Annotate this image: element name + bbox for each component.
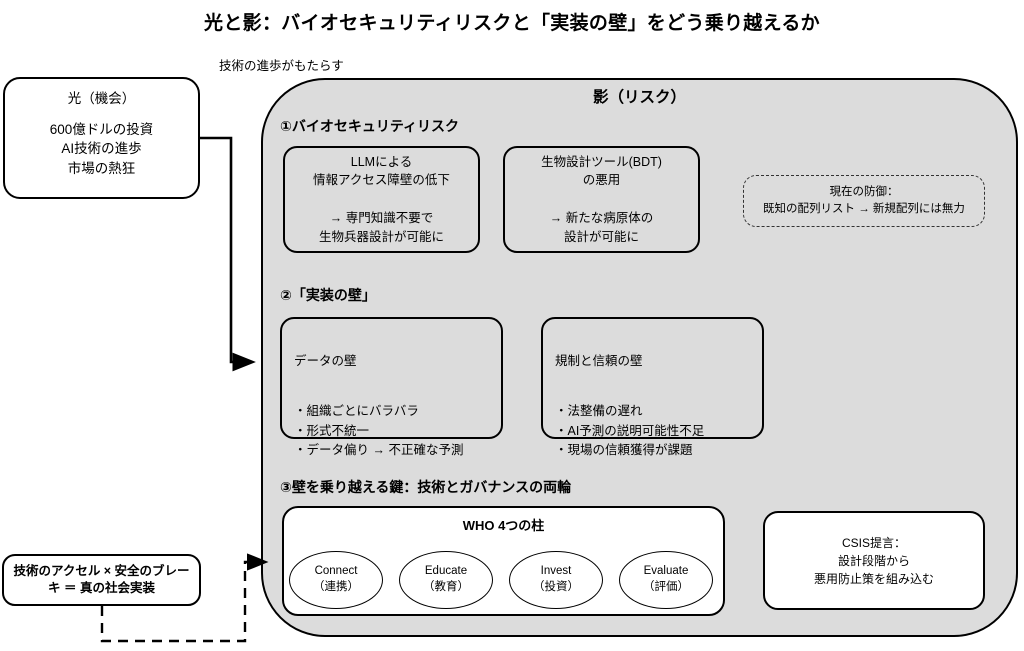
who-pillar-invest-ja: （投資）	[533, 581, 579, 593]
page-title: 光と影：バイオセキュリティリスクと「実装の壁」をどう乗り越えるか	[204, 13, 820, 34]
risk-card-llm: LLMによる 情報アクセス障壁の低下 → 専門知識不要で 生物兵器設計が可能に	[283, 146, 480, 253]
risk-card-bdt: 生物設計ツール(BDT) の悪用 → 新たな病原体の 設計が可能に	[503, 146, 700, 253]
wall-card-data: データの壁 ・組織ごとにバラバラ ・形式不統一 ・データ偏り → 不正確な予測	[280, 317, 503, 457]
light-box-body: 600億ドルの投資 AI技術の進歩 市場の熱狂	[49, 121, 154, 176]
who-pillar-connect-ja: （連携）	[313, 581, 359, 593]
section-heading-implementation-wall: ②「実装の壁」	[280, 287, 376, 303]
who-pillar-evaluate: Evaluate （評価）	[619, 551, 713, 609]
who-pillar-educate-ja: （教育）	[423, 581, 469, 593]
who-pillar-educate-en: Educate	[424, 565, 468, 578]
who-pillar-connect-en: Connect	[314, 565, 358, 578]
connector-label: 技術の進歩がもたらす	[219, 59, 344, 73]
section-heading-biosecurity-risk: ①バイオセキュリティリスク	[280, 118, 460, 134]
csis-recommendation-note: CSIS提言： 設計段階から 悪用防止策を組み込む	[763, 511, 985, 610]
wall-card-data-items: ・組織ごとにバラバラ ・形式不統一 ・データ偏り → 不正確な予測	[294, 404, 464, 457]
who-pillar-invest: Invest （投資）	[509, 551, 603, 609]
who-pillar-educate: Educate （教育）	[399, 551, 493, 609]
wall-card-regulation-items: ・法整備の遅れ ・AI予測の説明可能性不足 ・現場の信頼獲得が課題	[555, 404, 705, 457]
wall-card-regulation: 規制と信頼の壁 ・法整備の遅れ ・AI予測の説明可能性不足 ・現場の信頼獲得が課…	[541, 317, 764, 457]
conclusion-box: 技術のアクセル × 安全のブレーキ ＝ 真の社会実装	[2, 554, 201, 606]
light-box-title: 光（機会）	[67, 91, 136, 106]
who-pillar-evaluate-en: Evaluate	[643, 565, 689, 578]
wall-card-regulation-title: 規制と信頼の壁	[555, 353, 643, 368]
wall-card-data-title: データの壁	[294, 353, 357, 368]
connector-light-to-shadow	[200, 136, 256, 372]
section-heading-key-to-overcome: ③壁を乗り越える鍵：技術とガバナンスの両輪	[280, 479, 572, 495]
who-pillar-invest-en: Invest	[540, 565, 572, 578]
shadow-panel-title: 影（リスク）	[592, 89, 686, 106]
who-pillar-connect: Connect （連携）	[289, 551, 383, 609]
who-pillars-title: WHO 4つの柱	[462, 518, 545, 533]
who-pillar-evaluate-ja: （評価）	[643, 581, 689, 593]
current-defense-note: 現在の防御： 既知の配列リスト → 新規配列には無力	[743, 175, 985, 227]
light-opportunity-box: 光（機会） 600億ドルの投資 AI技術の進歩 市場の熱狂	[3, 77, 200, 199]
